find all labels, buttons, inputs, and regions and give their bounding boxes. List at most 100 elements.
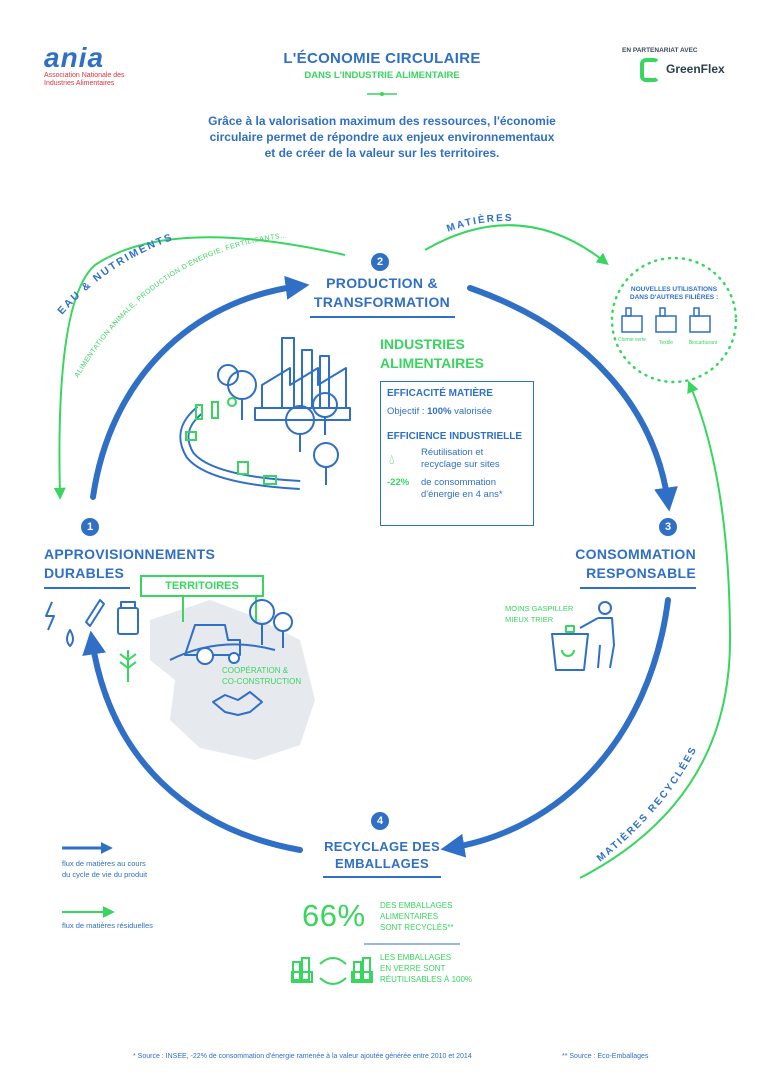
- footer-source-1: * Source : INSEE, -22% de consommation d…: [133, 1053, 472, 1060]
- energy-line-1: de consommation: [421, 477, 496, 488]
- verre-text: LES EMBALLAGES EN VERRE SONT RÉUTILISABL…: [380, 952, 472, 985]
- energy-row: -22% de consommation d'énergie en 4 ans*: [387, 477, 527, 505]
- arc-3-to-4: [440, 597, 671, 858]
- arc-2-to-3: [467, 285, 678, 512]
- step-4-number: 4: [371, 812, 389, 830]
- energy-text: de consommation d'énergie en 4 ans*: [421, 477, 503, 501]
- factory-green-items: [185, 397, 277, 485]
- nouvelles-icons: [621, 307, 711, 333]
- step-3-line-1: CONSOMMATION: [575, 546, 696, 562]
- intro-line-1: Grâce à la valorisation maximum des ress…: [208, 114, 556, 128]
- recyclage-pct-line-2: ALIMENTAIRES: [380, 912, 439, 921]
- nouvelles-item-1: Textile: [658, 340, 674, 346]
- industries-line-1: INDUSTRIES: [380, 336, 465, 352]
- step-1-line-1: APPROVISIONNEMENTS: [44, 546, 216, 562]
- footer-source-2: ** Source : Eco-Emballages: [562, 1053, 649, 1060]
- nouvelles-item-2: Biocarburant: [688, 340, 718, 346]
- objectif-suffix: valorisée: [451, 406, 493, 417]
- recyclage-percent: 66%: [302, 898, 366, 933]
- label-matieres-recyclees: MATIÈRES RECYCLÉES: [595, 744, 698, 864]
- recyclage-percent-text: DES EMBALLAGES ALIMENTAIRES SONT RECYCLÉ…: [380, 900, 454, 933]
- nouvelles-circle: [610, 256, 738, 384]
- cooperation-line-2: CO-CONSTRUCTION: [222, 677, 302, 686]
- objectif-value: 100%: [427, 406, 452, 417]
- intro-line-3: et de créer de la valeur sur les territo…: [264, 146, 500, 160]
- legend-blue-text: flux de matières au cours du cycle de vi…: [62, 858, 147, 880]
- step-2-title: PRODUCTION & TRANSFORMATION: [300, 274, 464, 312]
- reuse-line-1: Réutilisation et: [421, 447, 484, 458]
- step-4-line-1: RECYCLAGE DES: [324, 839, 440, 854]
- territoires-illustration: [169, 597, 293, 716]
- arc-4-to-1: [82, 630, 303, 853]
- ania-logo-sub2: Industries Alimentaires: [44, 80, 115, 87]
- svg-text:EAU & NUTRIMENTS: EAU & NUTRIMENTS: [55, 231, 175, 317]
- step-1-line-2: DURABLES: [44, 565, 125, 581]
- energy-line-2: d'énergie en 4 ans*: [421, 489, 503, 500]
- industries-line-2: ALIMENTAIRES: [380, 355, 484, 371]
- page-title: L'ÉCONOMIE CIRCULAIRE: [283, 50, 481, 67]
- green-flow-recyclees: [579, 380, 732, 879]
- svg-text:MATIÈRES: MATIÈRES: [445, 212, 513, 235]
- verre-line-1: LES EMBALLAGES: [380, 953, 452, 962]
- cooperation-text: COOPÉRATION & CO-CONSTRUCTION: [222, 665, 301, 687]
- arc-1-to-2: [90, 275, 310, 500]
- consommation-text: MOINS GASPILLER MIEUX TRIER: [505, 603, 573, 625]
- consommation-line-2: MIEUX TRIER: [505, 615, 554, 624]
- ania-logo-text: ania: [44, 42, 105, 73]
- legend-blue-line-2: du cycle de vie du produit: [62, 870, 148, 879]
- efficacite-title: EFFICACITÉ MATIÈRE: [387, 388, 493, 399]
- label-eau-nutriments: EAU & NUTRIMENTS: [55, 231, 173, 317]
- supply-icons: [45, 599, 139, 682]
- industries-title: INDUSTRIES ALIMENTAIRES: [380, 335, 484, 373]
- label-eau-detail: ALIMENTATION ANIMALE, PRODUCTION D'ÉNERG…: [74, 232, 287, 379]
- cooperation-line-1: COOPÉRATION &: [222, 666, 289, 675]
- svg-text:ALIMENTATION ANIMALE, PRODUCTI: ALIMENTATION ANIMALE, PRODUCTION D'ÉNERG…: [74, 232, 288, 379]
- step-4-underline: [323, 876, 441, 878]
- green-flow-eau: [53, 236, 346, 500]
- legend-green-text: flux de matières résiduelles: [62, 921, 153, 930]
- step-2-number: 2: [371, 253, 389, 271]
- step-1-title: APPROVISIONNEMENTS DURABLES: [44, 545, 215, 583]
- recyclage-pct-line-3: SONT RECYCLÉS**: [380, 923, 454, 932]
- intro-text: Grâce à la valorisation maximum des ress…: [0, 113, 764, 161]
- legend-blue-line-1: flux de matières au cours: [62, 859, 146, 868]
- territoires-label: TERRITOIRES: [140, 575, 264, 597]
- step-3-number: 3: [659, 518, 677, 536]
- ania-logo-sub1: Association Nationale des: [44, 72, 125, 79]
- france-map: [150, 600, 315, 760]
- efficience-title: EFFICIENCE INDUSTRIELLE: [387, 431, 523, 442]
- reuse-row: 💧︎ Réutilisation et recyclage sur sites: [387, 447, 527, 475]
- factory-illustration: [179, 337, 351, 490]
- page-subtitle: DANS L'INDUSTRIE ALIMENTAIRE: [304, 70, 460, 81]
- greenflex-name: GreenFlex: [666, 62, 725, 76]
- ania-logo: ania Association Nationale des Industrie…: [44, 44, 134, 88]
- reuse-line-2: recyclage sur sites: [421, 459, 500, 470]
- step-3-title: CONSOMMATION RESPONSABLE: [540, 545, 696, 583]
- industries-box: EFFICACITÉ MATIÈRE Objectif : 100% valor…: [380, 381, 534, 526]
- step-2-line-2: TRANSFORMATION: [313, 294, 451, 310]
- green-flow-matieres: [424, 224, 609, 265]
- partner-label: EN PARTENARIAT AVEC: [622, 47, 698, 54]
- objectif-line: Objectif : 100% valorisée: [387, 406, 527, 417]
- glass-bottles-icons: [291, 957, 373, 985]
- energy-value: -22%: [387, 477, 410, 488]
- nouvelles-line-2: DANS D'AUTRES FILIÈRES :: [629, 294, 719, 301]
- water-drop-icon: 💧︎: [389, 451, 395, 467]
- greenflex-logo: GreenFlex: [640, 58, 750, 84]
- verre-line-2: EN VERRE SONT: [380, 964, 446, 973]
- objectif-label: Objectif :: [387, 406, 428, 417]
- nouvelles-item-0: Chimie verte: [617, 337, 647, 343]
- greenflex-icon: [640, 58, 660, 82]
- step-4-line-2: EMBALLAGES: [335, 856, 429, 871]
- nouvelles-line-1: NOUVELLES UTILISATIONS: [630, 286, 718, 293]
- step-2-line-1: PRODUCTION &: [326, 275, 438, 291]
- step-1-number: 1: [81, 518, 99, 536]
- recyclage-pct-line-1: DES EMBALLAGES: [380, 901, 453, 910]
- step-3-underline: [580, 587, 696, 589]
- reuse-text: Réutilisation et recyclage sur sites: [421, 447, 500, 471]
- consommation-line-1: MOINS GASPILLER: [505, 604, 574, 613]
- svg-text:MATIÈRES RECYCLÉES: MATIÈRES RECYCLÉES: [595, 744, 700, 864]
- consumer-illustration: [551, 601, 615, 671]
- step-1-underline: [44, 587, 130, 589]
